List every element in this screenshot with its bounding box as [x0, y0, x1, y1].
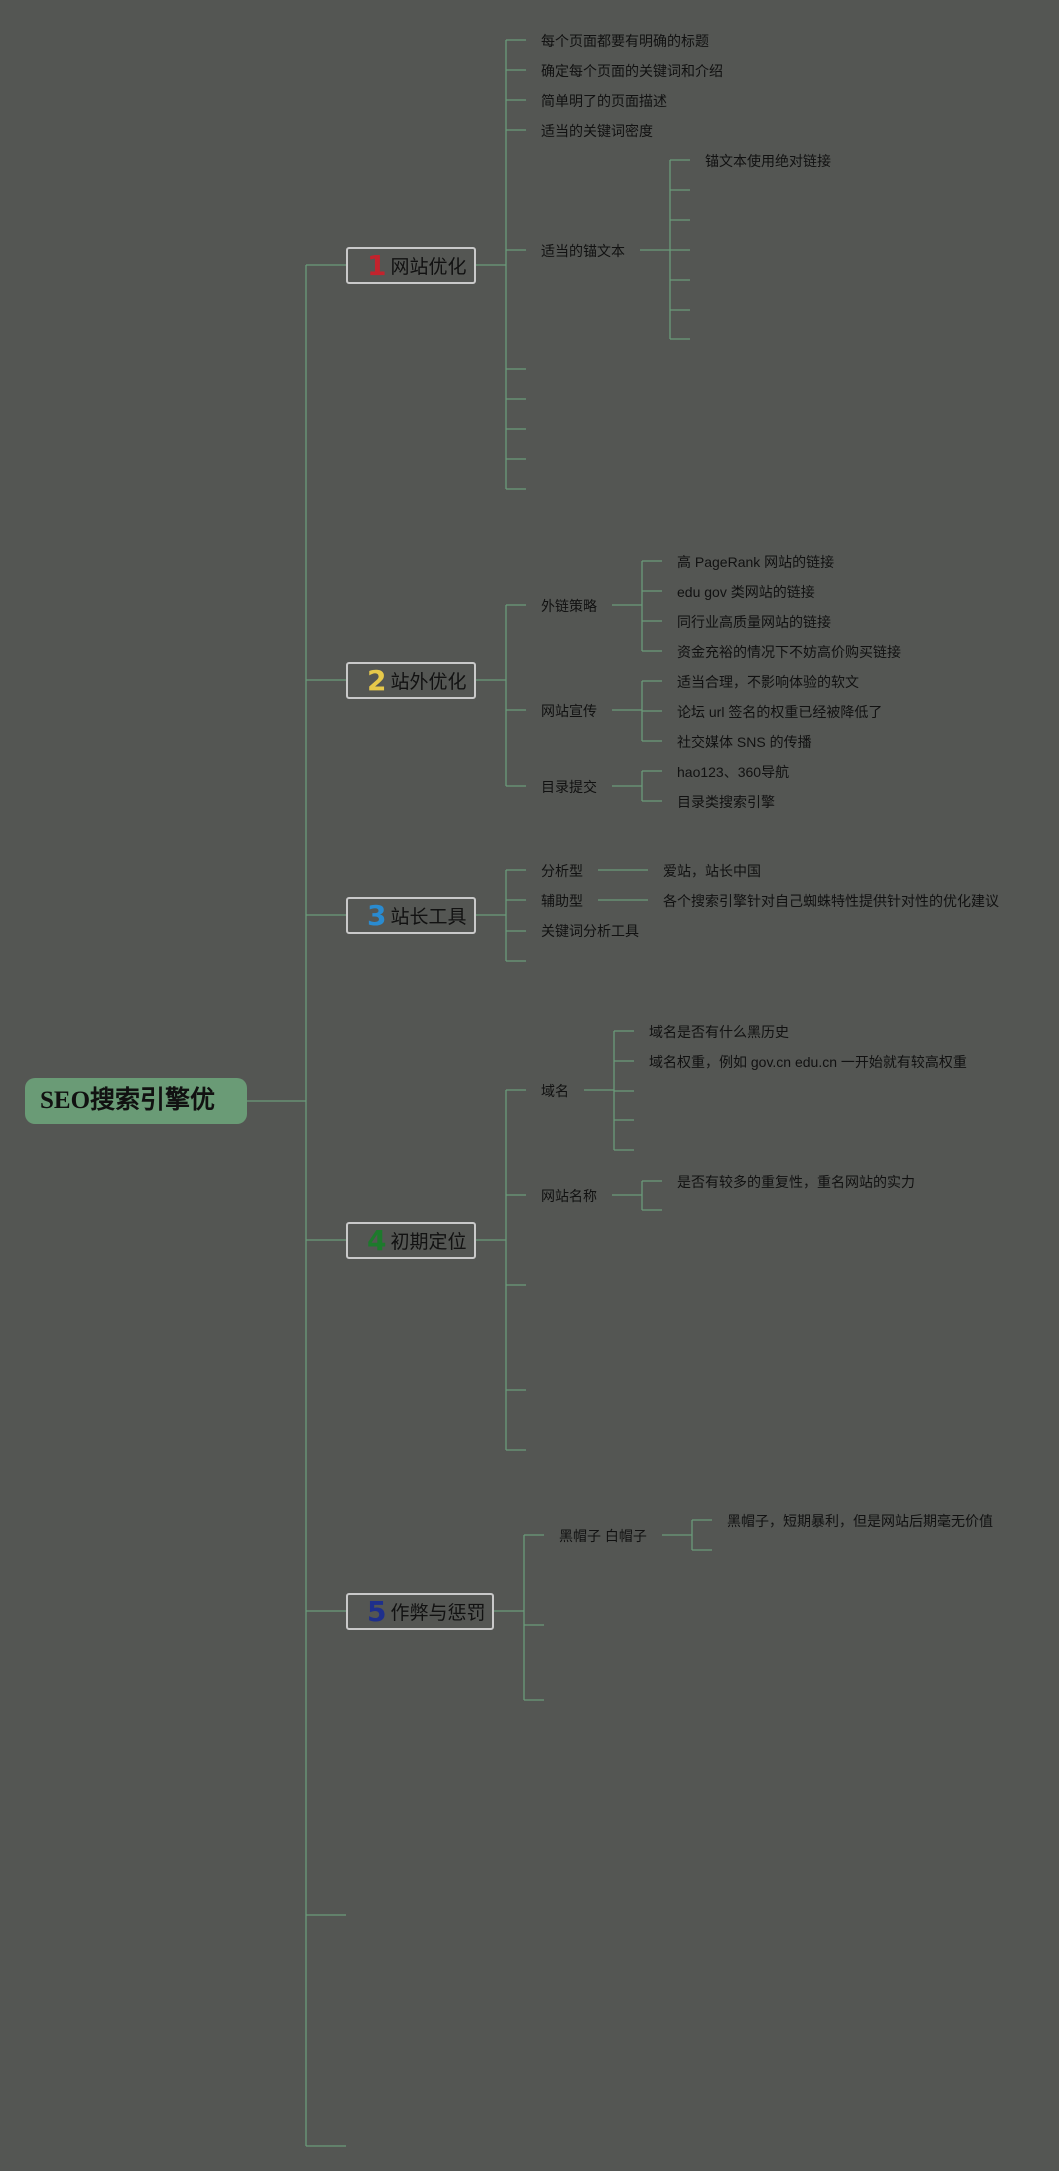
- topic3-group[interactable]: 辅助型: [541, 893, 583, 909]
- topic2-leaf[interactable]: 资金充裕的情况下不妨高价购买链接: [677, 644, 901, 660]
- number-5-icon: 5: [367, 1595, 387, 1628]
- topic2-group[interactable]: 外链策略: [541, 598, 597, 614]
- topic4-leaf[interactable]: 域名是否有什么黑历史: [649, 1024, 789, 1040]
- topic2-leaf[interactable]: 论坛 url 签名的权重已经被降低了: [677, 704, 883, 720]
- topic2-leaf[interactable]: 社交媒体 SNS 的传播: [677, 734, 812, 750]
- topic2-leaf[interactable]: hao123、360导航: [677, 764, 790, 780]
- topic1-item[interactable]: 适当的锚文本: [541, 243, 625, 259]
- topic3-leaf[interactable]: 各个搜索引擎针对自己蜘蛛特性提供针对性的优化建议: [663, 893, 999, 909]
- number-2-icon: 2: [367, 664, 387, 697]
- topic2-group[interactable]: 网站宣传: [541, 703, 597, 719]
- topic2-leaf[interactable]: edu gov 类网站的链接: [677, 584, 815, 600]
- topic4-leaf[interactable]: 域名权重，例如 gov.cn edu.cn 一开始就有较高权重: [649, 1054, 967, 1070]
- topic1-item[interactable]: 简单明了的页面描述: [541, 93, 667, 109]
- topic2-leaf[interactable]: 目录类搜索引擎: [677, 794, 775, 810]
- topic2-leaf[interactable]: 高 PageRank 网站的链接: [677, 554, 835, 570]
- topic4-leaf[interactable]: 是否有较多的重复性，重名网站的实力: [677, 1174, 915, 1190]
- topic5-group[interactable]: 黑帽子 白帽子: [559, 1528, 647, 1544]
- topic-label: 网站优化: [390, 256, 467, 278]
- topic-label: 站长工具: [390, 906, 467, 928]
- topic3-group[interactable]: 关键词分析工具: [541, 923, 639, 939]
- topic3-group[interactable]: 分析型: [541, 863, 583, 879]
- anchor-text-child[interactable]: 锚文本使用绝对链接: [705, 153, 831, 169]
- topic4-group[interactable]: 网站名称: [541, 1188, 597, 1204]
- topic1-item[interactable]: 每个页面都要有明确的标题: [541, 33, 709, 49]
- topic2-leaf[interactable]: 同行业高质量网站的链接: [677, 614, 831, 630]
- root-topic[interactable]: SEO搜索引擎优: [25, 1078, 247, 1124]
- topic1-item[interactable]: 确定每个页面的关键词和介绍: [541, 63, 723, 79]
- topic-label: 作弊与惩罚: [390, 1602, 486, 1624]
- number-4-icon: 4: [367, 1224, 387, 1257]
- topic5-leaf[interactable]: 黑帽子，短期暴利，但是网站后期毫无价值: [727, 1513, 993, 1529]
- topic-label: 站外优化: [390, 671, 467, 693]
- topic2-group[interactable]: 目录提交: [541, 779, 597, 795]
- topic1-item[interactable]: 适当的关键词密度: [541, 123, 653, 139]
- number-3-icon: 3: [367, 899, 387, 932]
- topic2-leaf[interactable]: 适当合理，不影响体验的软文: [677, 674, 859, 690]
- topic4-group[interactable]: 域名: [541, 1083, 569, 1099]
- number-1-icon: 1: [367, 249, 387, 282]
- topic-label: 初期定位: [390, 1231, 467, 1253]
- topic3-leaf[interactable]: 爱站，站长中国: [663, 863, 761, 879]
